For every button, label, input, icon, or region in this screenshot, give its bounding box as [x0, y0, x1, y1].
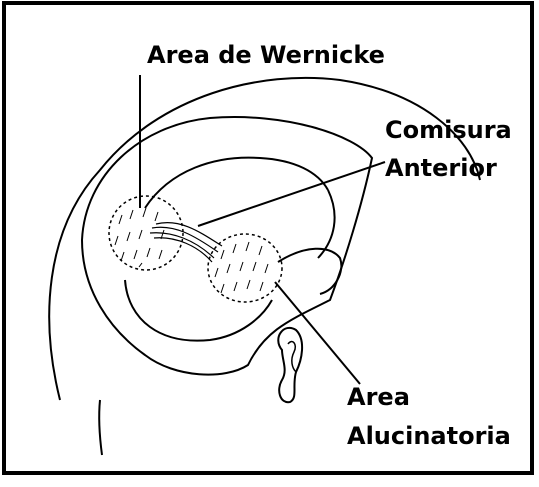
label-comisura-line2: Anterior: [385, 154, 497, 182]
label-comisura-line1: Comisura: [385, 116, 512, 144]
frame-border: [4, 3, 532, 473]
label-wernicke: Area de Wernicke: [147, 41, 385, 69]
label-alucinatoria-line1: Area: [347, 383, 410, 411]
label-alucinatoria-line2: Alucinatoria: [347, 422, 511, 450]
